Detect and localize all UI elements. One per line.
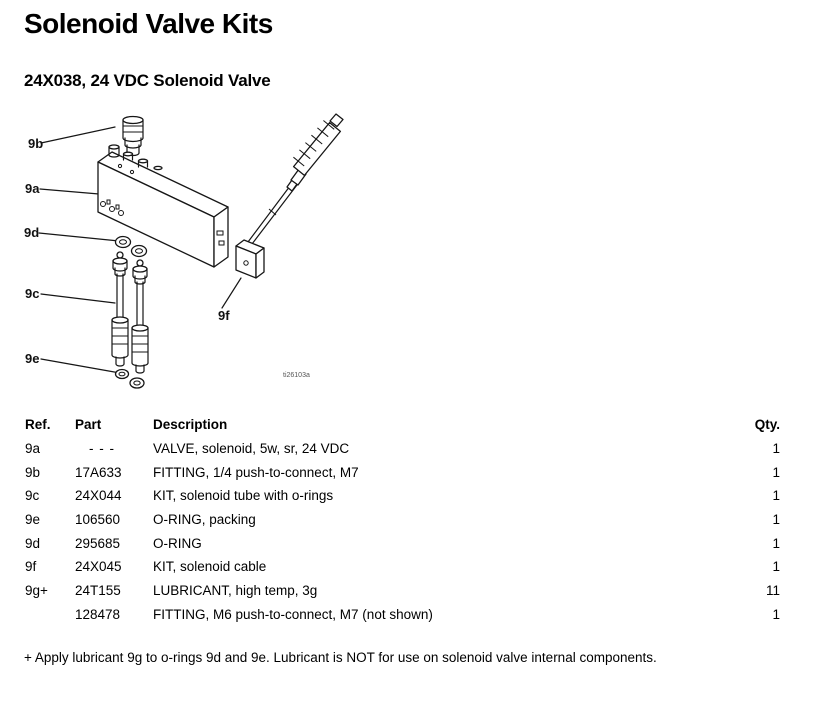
table-row: 9c 24X044 KIT, solenoid tube with o-ring…: [25, 484, 780, 508]
parts-table: Ref. Part Description Qty. 9a - - - VALV…: [25, 413, 780, 626]
part-cell: 17A633: [75, 464, 122, 480]
callout-label-9a: 9a: [25, 181, 40, 196]
description-cell: O-RING: [153, 535, 202, 551]
callout-label-9c: 9c: [25, 286, 39, 301]
fitting-9b: [122, 115, 144, 157]
qty-cell: 1: [772, 512, 780, 528]
ref-cell: 9c: [25, 488, 40, 504]
figure-id: ti26103a: [283, 372, 310, 379]
table-row: 128478 FITTING, M6 push-to-connect, M7 (…: [25, 603, 780, 627]
callout-label-9e: 9e: [25, 351, 39, 366]
table-header-row: Ref. Part Description Qty.: [25, 413, 780, 437]
callout-line-9e: [40, 358, 121, 374]
qty-cell: 1: [772, 464, 780, 480]
table-row: 9d 295685 O-RING 1: [25, 531, 780, 555]
ref-cell: 9g+: [25, 583, 48, 599]
description-cell: O-RING, packing: [153, 512, 256, 528]
qty-cell: 1: [772, 441, 780, 457]
o-rings-9d: [114, 235, 148, 258]
ref-cell: 9f: [25, 559, 37, 575]
header-ref: Ref.: [25, 417, 51, 433]
part-cell: 24X045: [75, 559, 122, 575]
exploded-parts-diagram: 9b 9a 9d 9c 9e 9f ti26103a: [24, 113, 344, 389]
header-part: Part: [75, 417, 102, 433]
cable-kit-9f: [235, 113, 344, 279]
qty-cell: 1: [772, 488, 780, 504]
ref-cell: 9e: [25, 512, 41, 528]
o-rings-9e: [114, 368, 145, 389]
part-cell: 106560: [75, 512, 121, 528]
description-cell: FITTING, 1/4 push-to-connect, M7: [153, 464, 359, 480]
part-cell: 24X044: [75, 488, 122, 504]
table-row: 9b 17A633 FITTING, 1/4 push-to-connect, …: [25, 460, 780, 484]
description-cell: KIT, solenoid cable: [153, 559, 267, 575]
lubricant-footnote: + Apply lubricant 9g to o-rings 9d and 9…: [24, 650, 657, 665]
qty-cell: 1: [772, 559, 780, 575]
callout-label-9b: 9b: [28, 136, 43, 151]
part-cell: 128478: [75, 606, 121, 622]
description-cell: LUBRICANT, high temp, 3g: [153, 583, 318, 599]
callout-line-9f: [221, 277, 242, 309]
callout-line-9c: [40, 293, 116, 304]
ref-cell: 9d: [25, 535, 41, 551]
callout-label-9d: 9d: [24, 225, 39, 240]
description-cell: FITTING, M6 push-to-connect, M7 (not sho…: [153, 606, 433, 622]
qty-cell: 11: [765, 583, 780, 599]
qty-cell: 1: [772, 606, 780, 622]
table-row: 9f 24X045 KIT, solenoid cable 1: [25, 555, 780, 579]
valve-body-9a: [97, 144, 229, 268]
qty-cell: 1: [772, 535, 780, 551]
page-title: Solenoid Valve Kits: [24, 8, 273, 39]
callout-line-9d: [38, 232, 120, 242]
tube-kit-9c: [111, 251, 149, 374]
ref-cell: 9a: [25, 441, 41, 457]
description-cell: KIT, solenoid tube with o-rings: [153, 488, 334, 504]
callout-label-9f: 9f: [218, 308, 230, 323]
table-row: 9g+ 24T155 LUBRICANT, high temp, 3g 11: [25, 579, 780, 603]
kit-subtitle: 24X038, 24 VDC Solenoid Valve: [24, 71, 271, 90]
table-row: 9e 106560 O-RING, packing 1: [25, 508, 780, 532]
description-cell: VALVE, solenoid, 5w, sr, 24 VDC: [153, 441, 350, 457]
callout-line-9a: [39, 188, 100, 195]
table-row: 9a - - - VALVE, solenoid, 5w, sr, 24 VDC…: [25, 437, 780, 461]
callout-line-9b: [40, 126, 116, 144]
part-cell: 24T155: [75, 583, 121, 599]
ref-cell: 9b: [25, 464, 41, 480]
part-cell: 295685: [75, 535, 121, 551]
part-cell: - - -: [89, 441, 115, 457]
header-qty: Qty.: [754, 417, 780, 433]
header-description: Description: [153, 417, 228, 433]
